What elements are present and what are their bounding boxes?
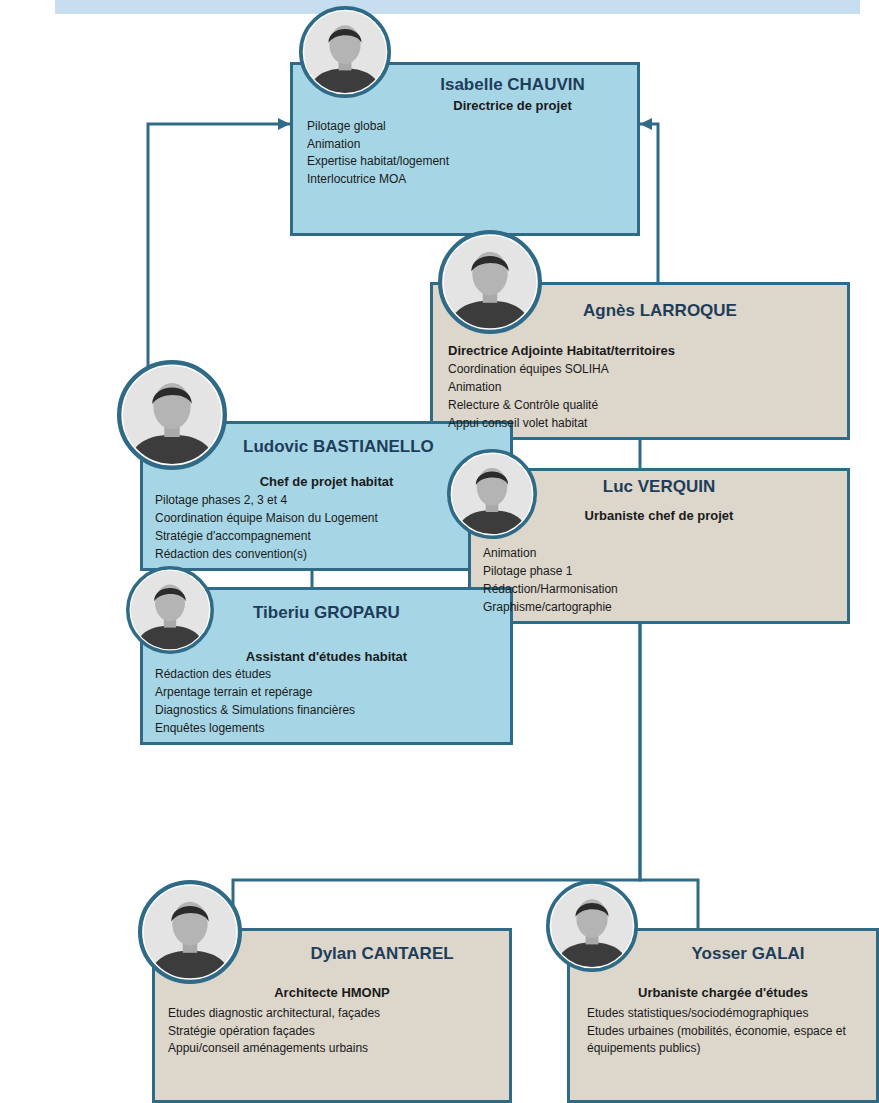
task-item: Etudes diagnostic architectural, façades <box>155 1005 509 1023</box>
task-item: Rédaction des études <box>143 665 510 683</box>
task-item: Pilotage phase 1 <box>471 562 847 580</box>
portrait-photo <box>299 6 391 98</box>
person-name: Yosser GALAI <box>570 944 876 964</box>
person-box: Isabelle CHAUVIN Directrice de projetPilo… <box>290 62 640 236</box>
task-item: Etudes statistiques/sociodémographiques <box>570 1005 876 1023</box>
task-item: Appui conseil volet habitat <box>433 414 847 432</box>
person-box: Ludovic BASTIANELLO Chef de projet habita… <box>140 421 513 571</box>
person-box: Agnès LARROQUE Directrice Adjointe Habita… <box>430 282 850 440</box>
role-title: Urbaniste chef de projet <box>471 509 847 523</box>
org-connector <box>311 571 314 587</box>
portrait-photo <box>138 880 242 984</box>
task-item: Diagnostics & Simulations financières <box>143 701 510 719</box>
person-box: Tiberiu GROPARU Assistant d'études habita… <box>140 587 513 745</box>
person-name: Isabelle CHAUVIN <box>293 75 637 95</box>
person-box: Luc VERQUIN Urbaniste chef de projetAnima… <box>468 468 850 624</box>
task-item: Etudes urbaines (mobilités, économie, es… <box>570 1023 876 1058</box>
task-item: Rédaction des convention(s) <box>143 545 510 563</box>
role-title: Architecte HMONP <box>155 986 509 1000</box>
task-item: Animation <box>293 136 637 154</box>
task-item: Arpentage terrain et repérage <box>143 683 510 701</box>
role-title: Directrice de projet <box>293 99 637 113</box>
person-name: Ludovic BASTIANELLO <box>143 437 510 457</box>
task-item: Interlocutrice MOA <box>293 171 637 189</box>
role-title: Directrice Adjointe Habitat/territoires <box>433 342 847 360</box>
org-connector <box>639 440 642 468</box>
role-title: Urbaniste chargée d'études <box>570 986 876 1000</box>
task-item: Stratégie opération façades <box>155 1023 509 1041</box>
task-item: Appui/conseil aménagements urbains <box>155 1040 509 1058</box>
task-item: Pilotage phases 2, 3 et 4 <box>143 491 510 509</box>
portrait-photo <box>546 880 638 972</box>
task-item: Animation <box>433 378 847 396</box>
portrait-photo <box>438 230 542 334</box>
task-item: Coordination équipes SOLIHA <box>433 360 847 378</box>
role-title: Chef de projet habitat <box>143 475 510 489</box>
task-item: Stratégie d'accompagnement <box>143 527 510 545</box>
task-item: Rédaction/Harmonisation <box>471 580 847 598</box>
task-item: Graphisme/cartographie <box>471 598 847 616</box>
task-item: Animation <box>471 544 847 562</box>
person-name: Luc VERQUIN <box>471 477 847 497</box>
person-box: Yosser GALAI Urbaniste chargée d'étudesEt… <box>567 928 879 1103</box>
org-connector <box>640 124 658 282</box>
task-item: Expertise habitat/logement <box>293 153 637 171</box>
task-item: Relecture & Contrôle qualité <box>433 396 847 414</box>
person-name: Agnès LARROQUE <box>433 301 847 321</box>
task-item: Enquêtes logements <box>143 719 510 737</box>
portrait-photo <box>117 360 227 470</box>
portrait-photo <box>447 449 537 539</box>
person-box: Dylan CANTAREL Architecte HMONP Etudes dia… <box>152 928 512 1103</box>
person-name: Tiberiu GROPARU <box>143 603 510 623</box>
header-band <box>55 0 860 14</box>
task-item: Coordination équipe Maison du Logement <box>143 509 510 527</box>
task-item: Pilotage global <box>293 118 637 136</box>
org-connector <box>640 624 698 928</box>
portrait-photo <box>126 566 214 654</box>
person-name: Dylan CANTAREL <box>155 944 509 964</box>
org-connector <box>148 124 290 421</box>
role-title: Assistant d'études habitat <box>143 650 510 664</box>
